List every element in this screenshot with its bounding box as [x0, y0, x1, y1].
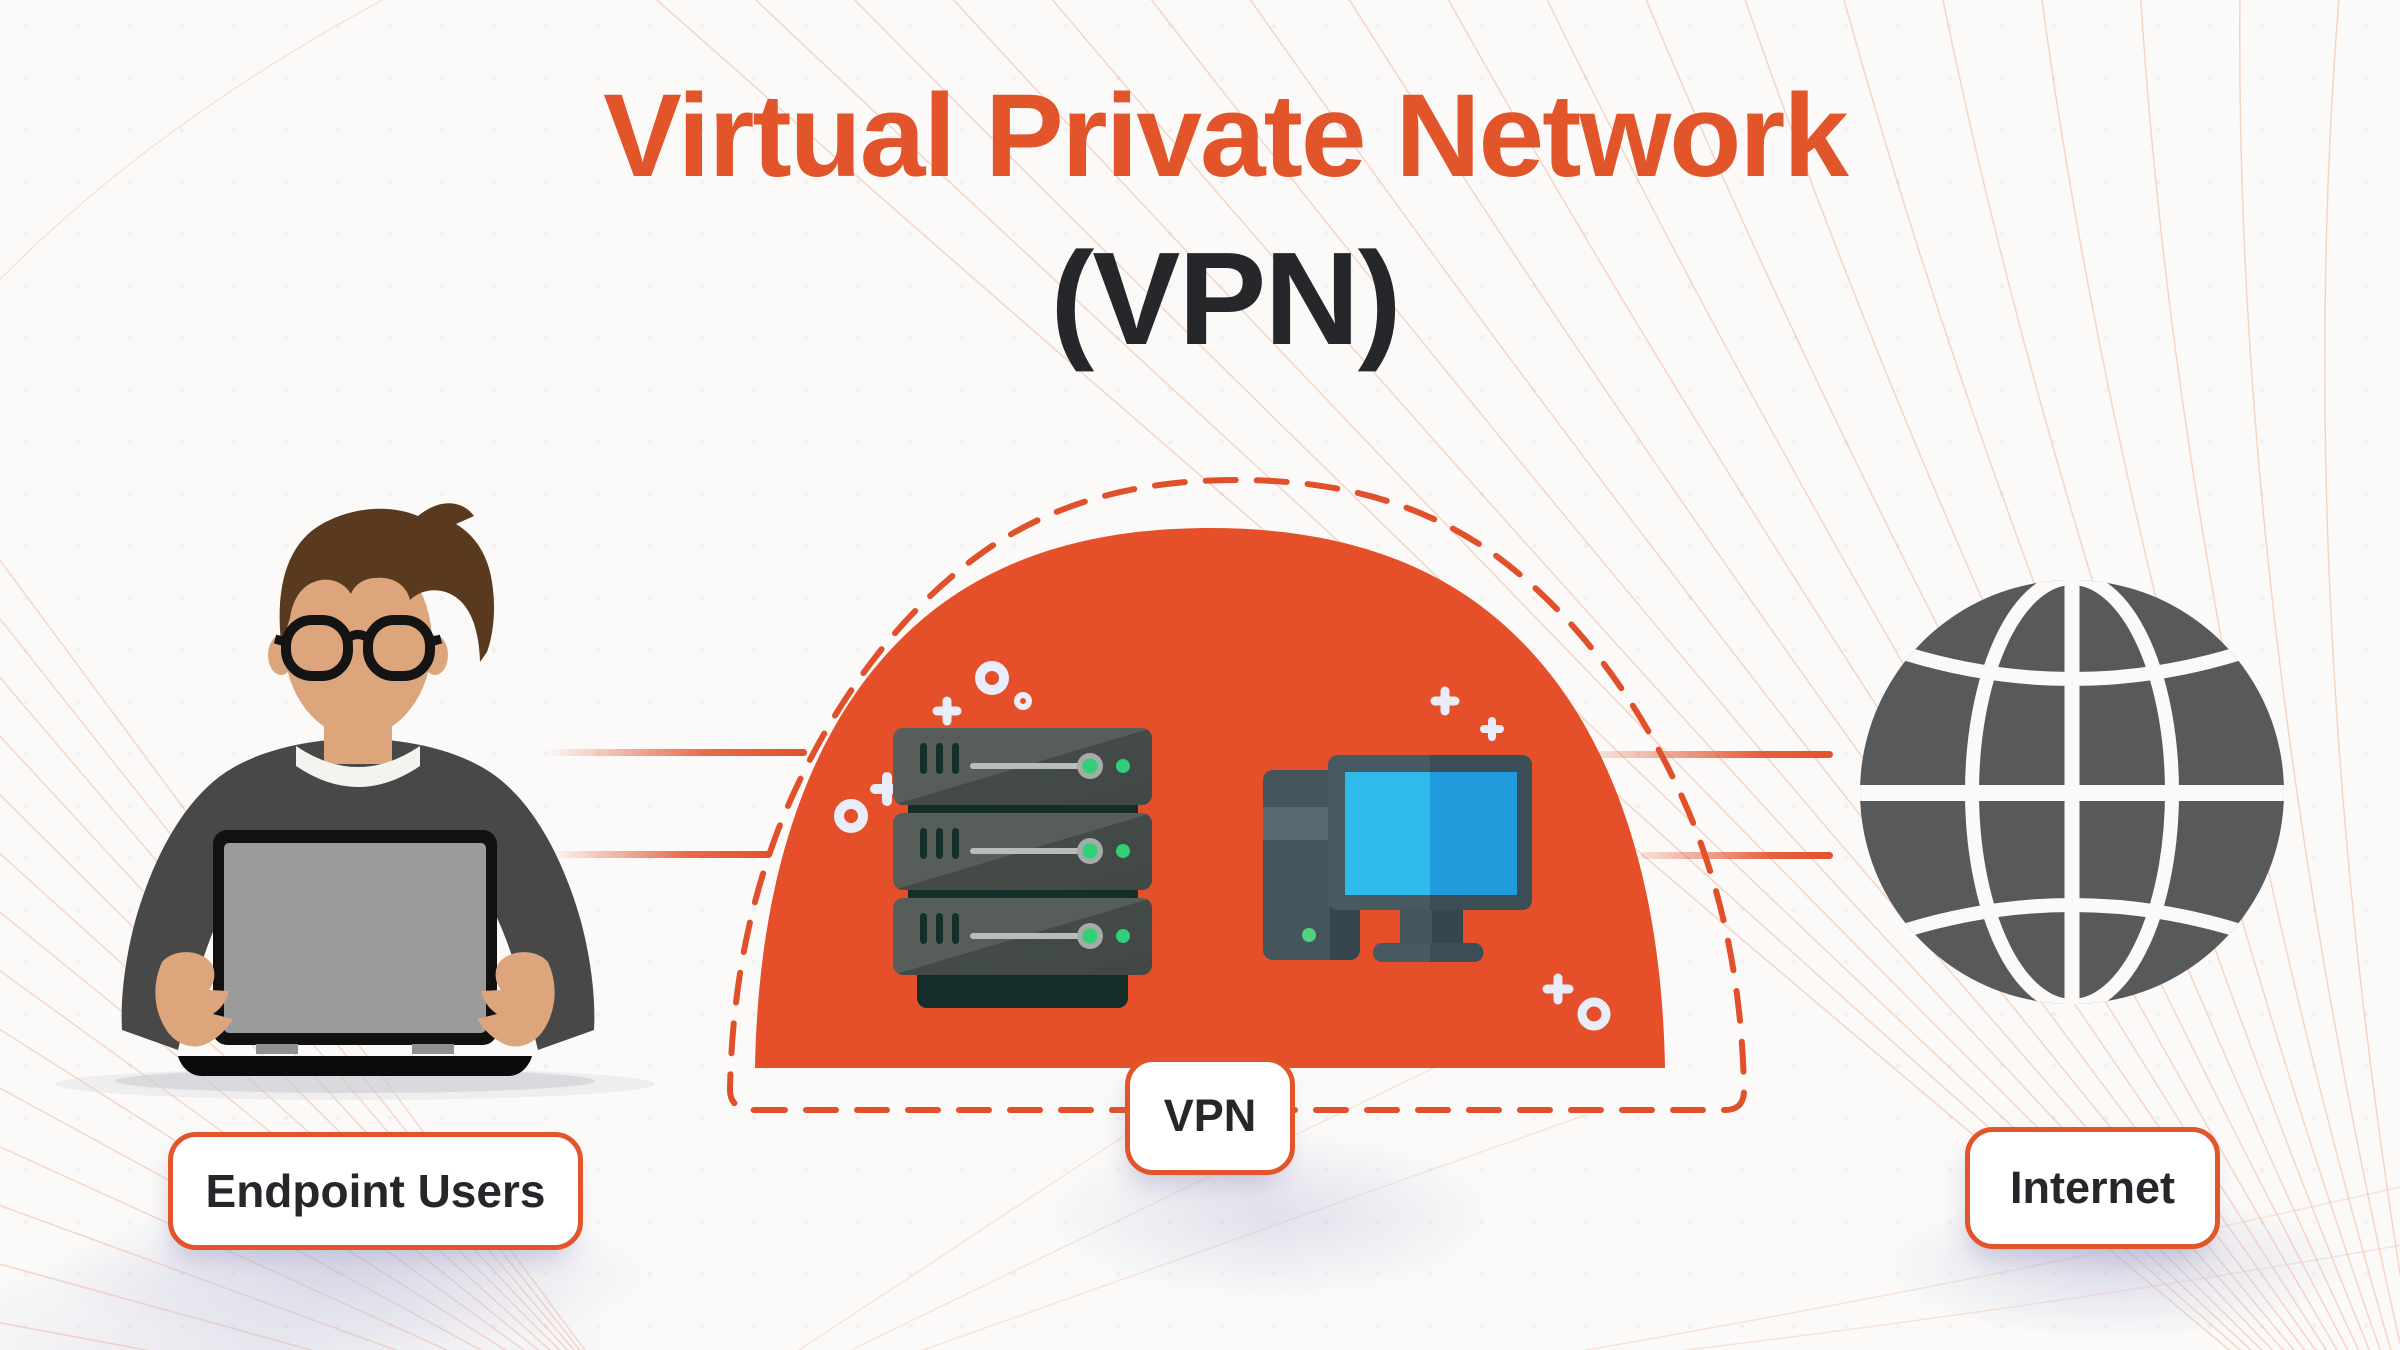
server-stack-icon [893, 728, 1152, 1008]
endpoint-users-label: Endpoint Users [168, 1132, 583, 1250]
hand-right [477, 952, 555, 1047]
hand-left [155, 952, 233, 1047]
desktop-computer-icon [1263, 755, 1532, 962]
laptop-hinge [256, 1044, 298, 1054]
face [284, 547, 432, 737]
vpn-label-text: VPN [1163, 1090, 1257, 1141]
page-subtitle: (VPN) [1050, 225, 1401, 372]
server-unit [893, 813, 1152, 890]
sweater [121, 738, 595, 1050]
sparkle-decorations [834, 661, 1611, 1031]
computer-monitor [1328, 755, 1532, 962]
endpoint-users-label-text: Endpoint Users [205, 1165, 546, 1217]
server-unit [893, 728, 1152, 805]
page-title: Virtual Private Network [603, 70, 1849, 202]
collar [296, 746, 420, 787]
internet-label: Internet [1965, 1127, 2220, 1249]
connection-line [545, 749, 807, 756]
glasses [273, 615, 443, 681]
laptop-base [178, 1056, 532, 1076]
laptop-icon [178, 830, 532, 1076]
connection-line [1641, 852, 1833, 859]
hair [279, 503, 495, 662]
connection-line [550, 851, 772, 858]
laptop-screen [224, 843, 486, 1033]
server-unit [893, 898, 1152, 975]
title-block: Virtual Private Network (VPN) [325, 70, 2125, 374]
vpn-label: VPN [1125, 1057, 1295, 1175]
dashed-boundary [726, 476, 1748, 1113]
laptop-hinge [412, 1044, 454, 1054]
connection-line [1597, 751, 1833, 758]
internet-label-text: Internet [2009, 1162, 2175, 1213]
globe-icon [1860, 580, 2284, 1004]
user-at-laptop-icon [55, 503, 655, 1100]
vpn-dome-shield [755, 528, 1665, 1068]
